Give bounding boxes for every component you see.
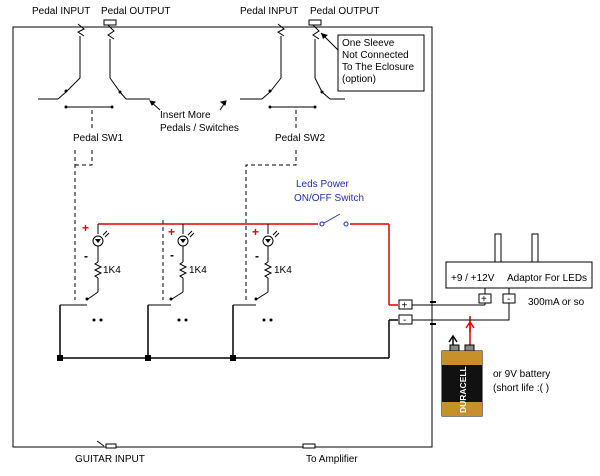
insert-label-2: Pedals / Switches: [160, 123, 239, 134]
adaptor-label: Adaptor For LEDs: [507, 273, 587, 284]
insert-arrows: [149, 100, 227, 111]
svg-text:-: -: [170, 248, 174, 262]
svg-text:+: +: [82, 221, 89, 235]
led-column-1: [85, 224, 110, 322]
battery-label-2: (short life :( ): [493, 383, 549, 394]
pedal1-output-jack: [103, 19, 117, 40]
pedal2-input-label: Pedal INPUT: [240, 6, 298, 17]
pedal2-output-label: Pedal OUTPUT: [310, 6, 379, 17]
polarity-marks: + + + - - -: [82, 221, 259, 263]
pedal1-output-label: Pedal OUTPUT: [101, 6, 170, 17]
led-power-wiring: [98, 223, 476, 352]
resistor-3-label: 1K4: [274, 265, 292, 276]
svg-text:-: -: [255, 249, 259, 263]
pedal2-input-jack: [277, 23, 285, 37]
pedal2-output-jack: [308, 19, 322, 40]
note-line-2: Not Connected: [342, 50, 409, 61]
leds-power-label-2: ON/OFF Switch: [294, 193, 364, 204]
ground-wiring: [59, 304, 398, 359]
battery-brand: DURACELL: [458, 366, 468, 413]
enclosure-box: [12, 26, 433, 448]
amplifier-jack: [302, 443, 316, 449]
guitar-input-label: GUITAR INPUT: [75, 454, 145, 465]
led-column-2: [169, 224, 195, 322]
note-line-4: (option): [342, 74, 376, 85]
led-column-3: [254, 224, 280, 322]
to-amplifier-label: To Amplifier: [306, 454, 358, 465]
power-adaptor: + -: [445, 233, 593, 305]
resistor-1-label: 1K4: [103, 265, 121, 276]
ground-junctions: [57, 355, 236, 361]
insert-label-1: Insert More: [160, 110, 211, 121]
leds-onoff-switch: [319, 213, 349, 227]
svg-text:-: -: [84, 249, 88, 263]
note-line-1: One Sleeve: [342, 38, 395, 49]
adaptor-voltage-label: +9 / +12V: [451, 273, 495, 284]
pedal-sw2-label: Pedal SW2: [275, 133, 325, 144]
resistor-2-label: 1K4: [189, 265, 207, 276]
svg-text:+: +: [402, 301, 408, 312]
pedal1-input-label: Pedal INPUT: [32, 6, 90, 17]
svg-text:-: -: [403, 315, 406, 326]
svg-text:+: +: [252, 225, 259, 239]
guitar-input-jack: [96, 440, 117, 449]
pedal-sw1-label: Pedal SW1: [73, 133, 123, 144]
adaptor-current-label: 300mA or so: [528, 297, 585, 308]
pedal-switch-2: [240, 89, 345, 130]
note-line-3: To The Eclosure: [342, 62, 415, 73]
svg-text:-: -: [507, 294, 510, 305]
pedal-switch-1: [38, 89, 150, 130]
dc-terminals: + -: [398, 299, 436, 326]
leds-power-label-1: Leds Power: [296, 179, 349, 190]
sleeve-note: [320, 32, 425, 92]
svg-text:+: +: [168, 225, 175, 239]
pedal1-input-jack: [77, 23, 85, 37]
jack-wires: [65, 36, 323, 93]
battery-9v: DURACELL: [441, 320, 483, 417]
mechanical-linkages: [74, 150, 297, 300]
battery-label-1: or 9V battery: [493, 369, 550, 380]
svg-text:+: +: [481, 294, 487, 305]
